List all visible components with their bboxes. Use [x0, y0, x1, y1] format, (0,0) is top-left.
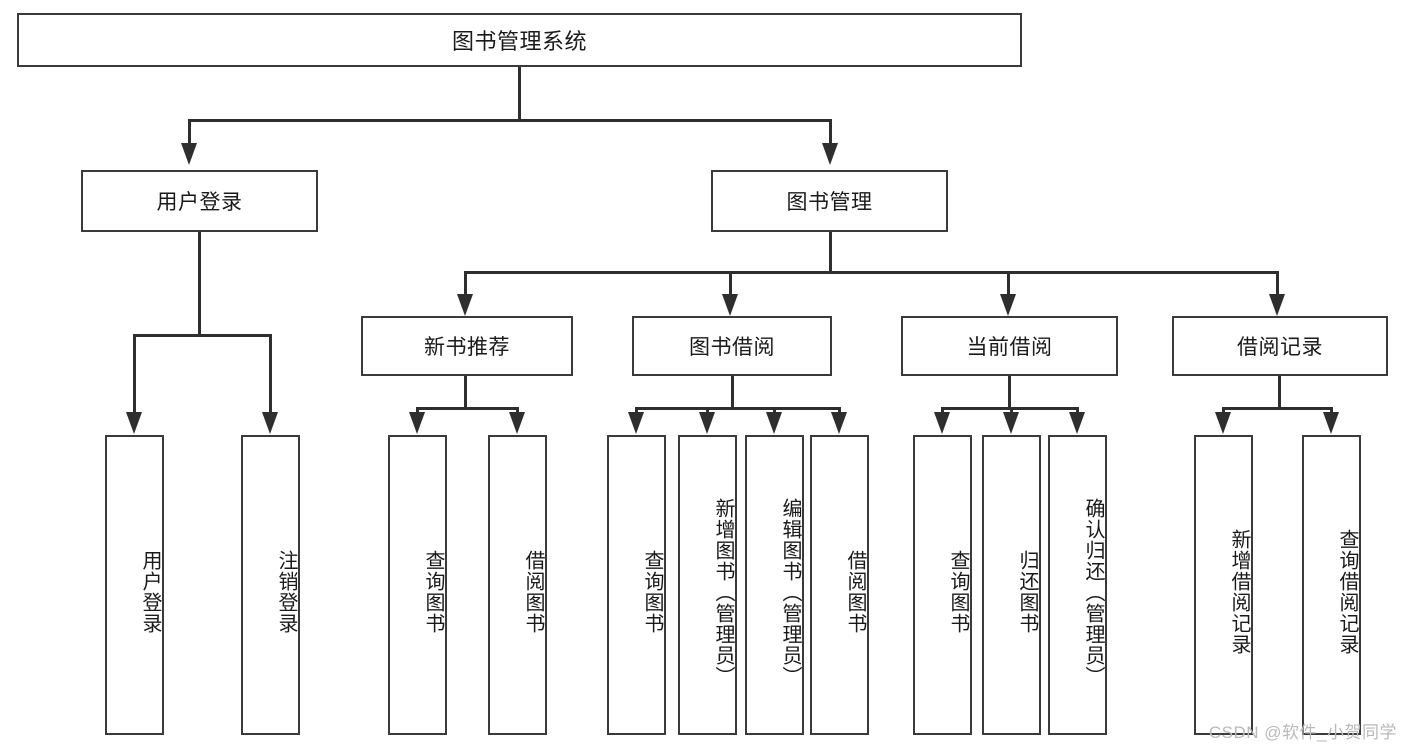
edge-current-to-leaf-0: [941, 407, 944, 414]
arrowhead-borrow-leaf-3: [831, 412, 847, 434]
arrowhead-recommend-leaf-1: [509, 412, 525, 434]
leaf-recommend-1[interactable]: 借阅图书: [488, 435, 547, 735]
edge-login-bus: [133, 334, 272, 337]
node-root-system[interactable]: 图书管理系统: [17, 13, 1022, 67]
leaf-user-login-1[interactable]: 注销登录: [241, 435, 300, 735]
node-label: 借阅图书: [844, 550, 866, 634]
edge-borrow-stem: [731, 376, 734, 409]
arrowhead-borrow-leaf-2: [766, 412, 782, 434]
leaf-current-borrow-0[interactable]: 查询图书: [913, 435, 972, 735]
node-label: 当前借阅: [966, 336, 1053, 359]
node-book-management[interactable]: 图书管理: [711, 170, 948, 232]
arrowhead-current-leaf-0: [934, 412, 950, 434]
edge-login-to-leaf-0: [133, 334, 136, 413]
node-label: 查询图书: [947, 550, 969, 634]
edge-bookmgmt-to-l3-3: [1276, 271, 1279, 296]
arrowhead-borrow-leaf-0: [628, 412, 644, 434]
node-label: 用户登录: [156, 191, 243, 214]
edge-root-to-login: [188, 119, 191, 144]
node-label: 借阅记录: [1237, 336, 1323, 359]
edge-record-bus: [1222, 407, 1333, 410]
node-label: 新增图书（管理员）: [712, 497, 734, 687]
arrowhead-current-leaf-1: [1003, 412, 1019, 434]
edge-bookmgmt-bus: [464, 271, 1279, 274]
edge-recommend-bus: [416, 407, 519, 410]
node-label: 图书管理系统: [451, 29, 587, 54]
node-label: 图书借阅: [689, 336, 775, 359]
arrowhead-current-leaf-2: [1069, 412, 1085, 434]
node-label: 用户登录: [139, 550, 161, 634]
arrowhead-l3-0: [457, 294, 473, 316]
arrowhead-record-leaf-0: [1215, 412, 1231, 434]
node-borrow-record[interactable]: 借阅记录: [1172, 316, 1388, 376]
arrowhead-recommend-leaf-0: [409, 412, 425, 434]
edge-borrow-to-leaf-1: [706, 407, 709, 414]
node-label: 图书管理: [786, 191, 873, 214]
arrowhead-to-bookmgmt: [822, 143, 838, 165]
edge-root-to-bookmgmt: [829, 119, 832, 144]
edge-login-stem: [198, 232, 201, 335]
edge-borrow-to-leaf-3: [838, 407, 841, 414]
edge-record-to-leaf-0: [1222, 407, 1225, 414]
leaf-book-borrow-0[interactable]: 查询图书: [607, 435, 666, 735]
leaf-borrow-record-1[interactable]: 查询借阅记录: [1302, 435, 1361, 735]
leaf-book-borrow-1[interactable]: 新增图书（管理员）: [678, 435, 737, 735]
leaf-recommend-0[interactable]: 查询图书: [388, 435, 447, 735]
edge-recommend-stem: [464, 376, 467, 409]
edge-recommend-to-leaf-1: [516, 407, 519, 414]
node-current-borrow[interactable]: 当前借阅: [901, 316, 1118, 376]
node-label: 查询图书: [422, 550, 444, 634]
arrowhead-l3-3: [1269, 294, 1285, 316]
csdn-watermark: CSDN @软件_小贺同学: [1208, 723, 1397, 742]
arrowhead-record-leaf-1: [1323, 412, 1339, 434]
node-new-book-recommend[interactable]: 新书推荐: [361, 316, 573, 376]
edge-root-stem: [518, 67, 521, 119]
edge-bookmgmt-to-l3-1: [729, 271, 732, 296]
edge-bookmgmt-to-l3-2: [1007, 271, 1010, 296]
node-label: 归还图书: [1016, 550, 1038, 634]
arrowhead-l3-1: [722, 294, 738, 316]
edge-current-stem: [1008, 376, 1011, 409]
edge-root-bus: [188, 119, 832, 122]
edge-borrow-to-leaf-0: [635, 407, 638, 414]
edge-borrow-bus: [635, 407, 841, 410]
edge-record-stem: [1278, 376, 1281, 409]
node-label: 查询图书: [641, 550, 663, 634]
node-label: 注销登录: [275, 550, 297, 634]
edge-bookmgmt-stem: [829, 232, 832, 274]
node-label: 确认归还（管理员）: [1082, 497, 1104, 687]
edge-login-to-leaf-1: [269, 334, 272, 413]
edge-current-to-leaf-1: [1010, 407, 1013, 414]
leaf-current-borrow-2[interactable]: 确认归还（管理员）: [1048, 435, 1107, 735]
edge-current-to-leaf-2: [1076, 407, 1079, 414]
leaf-book-borrow-3[interactable]: 借阅图书: [810, 435, 869, 735]
node-label: 查询借阅记录: [1336, 529, 1358, 655]
node-user-login[interactable]: 用户登录: [81, 170, 318, 232]
node-label: 新增借阅记录: [1228, 529, 1250, 655]
arrowhead-borrow-leaf-1: [699, 412, 715, 434]
edge-recommend-to-leaf-0: [416, 407, 419, 414]
arrowhead-login-leaf-1: [262, 412, 278, 434]
arrowhead-login-leaf-0: [126, 412, 142, 434]
node-label: 新书推荐: [424, 336, 510, 359]
edge-record-to-leaf-1: [1330, 407, 1333, 414]
leaf-user-login-0[interactable]: 用户登录: [105, 435, 164, 735]
arrowhead-to-login: [181, 143, 197, 165]
node-book-borrow[interactable]: 图书借阅: [632, 316, 832, 376]
edge-bookmgmt-to-l3-0: [464, 271, 467, 296]
leaf-current-borrow-1[interactable]: 归还图书: [982, 435, 1041, 735]
node-label: 编辑图书（管理员）: [779, 497, 801, 687]
node-label: 借阅图书: [522, 550, 544, 634]
edge-borrow-to-leaf-2: [773, 407, 776, 414]
arrowhead-l3-2: [1000, 294, 1016, 316]
leaf-book-borrow-2[interactable]: 编辑图书（管理员）: [745, 435, 804, 735]
leaf-borrow-record-0[interactable]: 新增借阅记录: [1194, 435, 1253, 735]
